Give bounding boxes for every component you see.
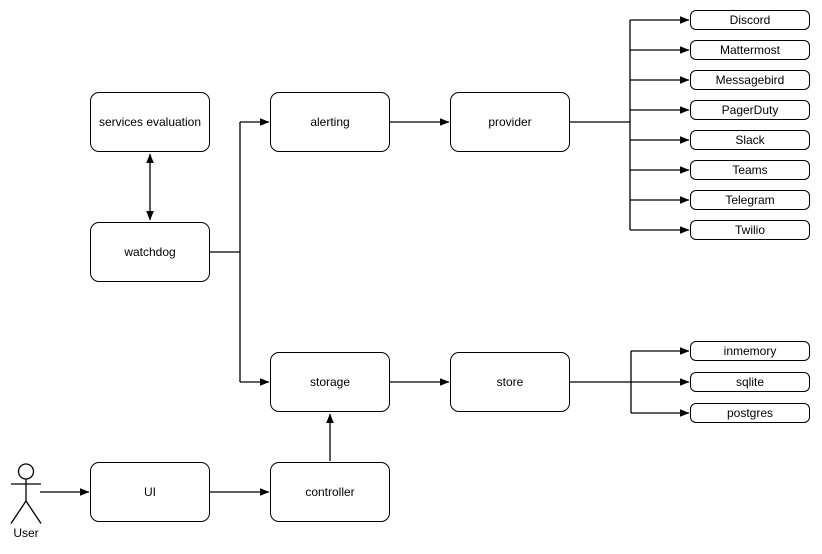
node-mattermost: Mattermost [690, 40, 810, 60]
node-inmemory: inmemory [690, 341, 810, 361]
node-store: store [450, 352, 570, 412]
node-services-evaluation: services evaluation [90, 92, 210, 152]
node-ui: UI [90, 462, 210, 522]
node-provider: provider [450, 92, 570, 152]
node-teams: Teams [690, 160, 810, 180]
node-controller: controller [270, 462, 390, 522]
node-messagebird: Messagebird [690, 70, 810, 90]
node-slack: Slack [690, 130, 810, 150]
node-alerting: alerting [270, 92, 390, 152]
node-discord: Discord [690, 10, 810, 30]
node-storage: storage [270, 352, 390, 412]
node-twilio: Twilio [690, 220, 810, 240]
node-watchdog: watchdog [90, 222, 210, 282]
node-sqlite: sqlite [690, 372, 810, 392]
user-actor-icon [10, 463, 42, 524]
user-actor-label: User [13, 526, 39, 540]
node-postgres: postgres [690, 403, 810, 423]
node-telegram: Telegram [690, 190, 810, 210]
node-pagerduty: PagerDuty [690, 100, 810, 120]
